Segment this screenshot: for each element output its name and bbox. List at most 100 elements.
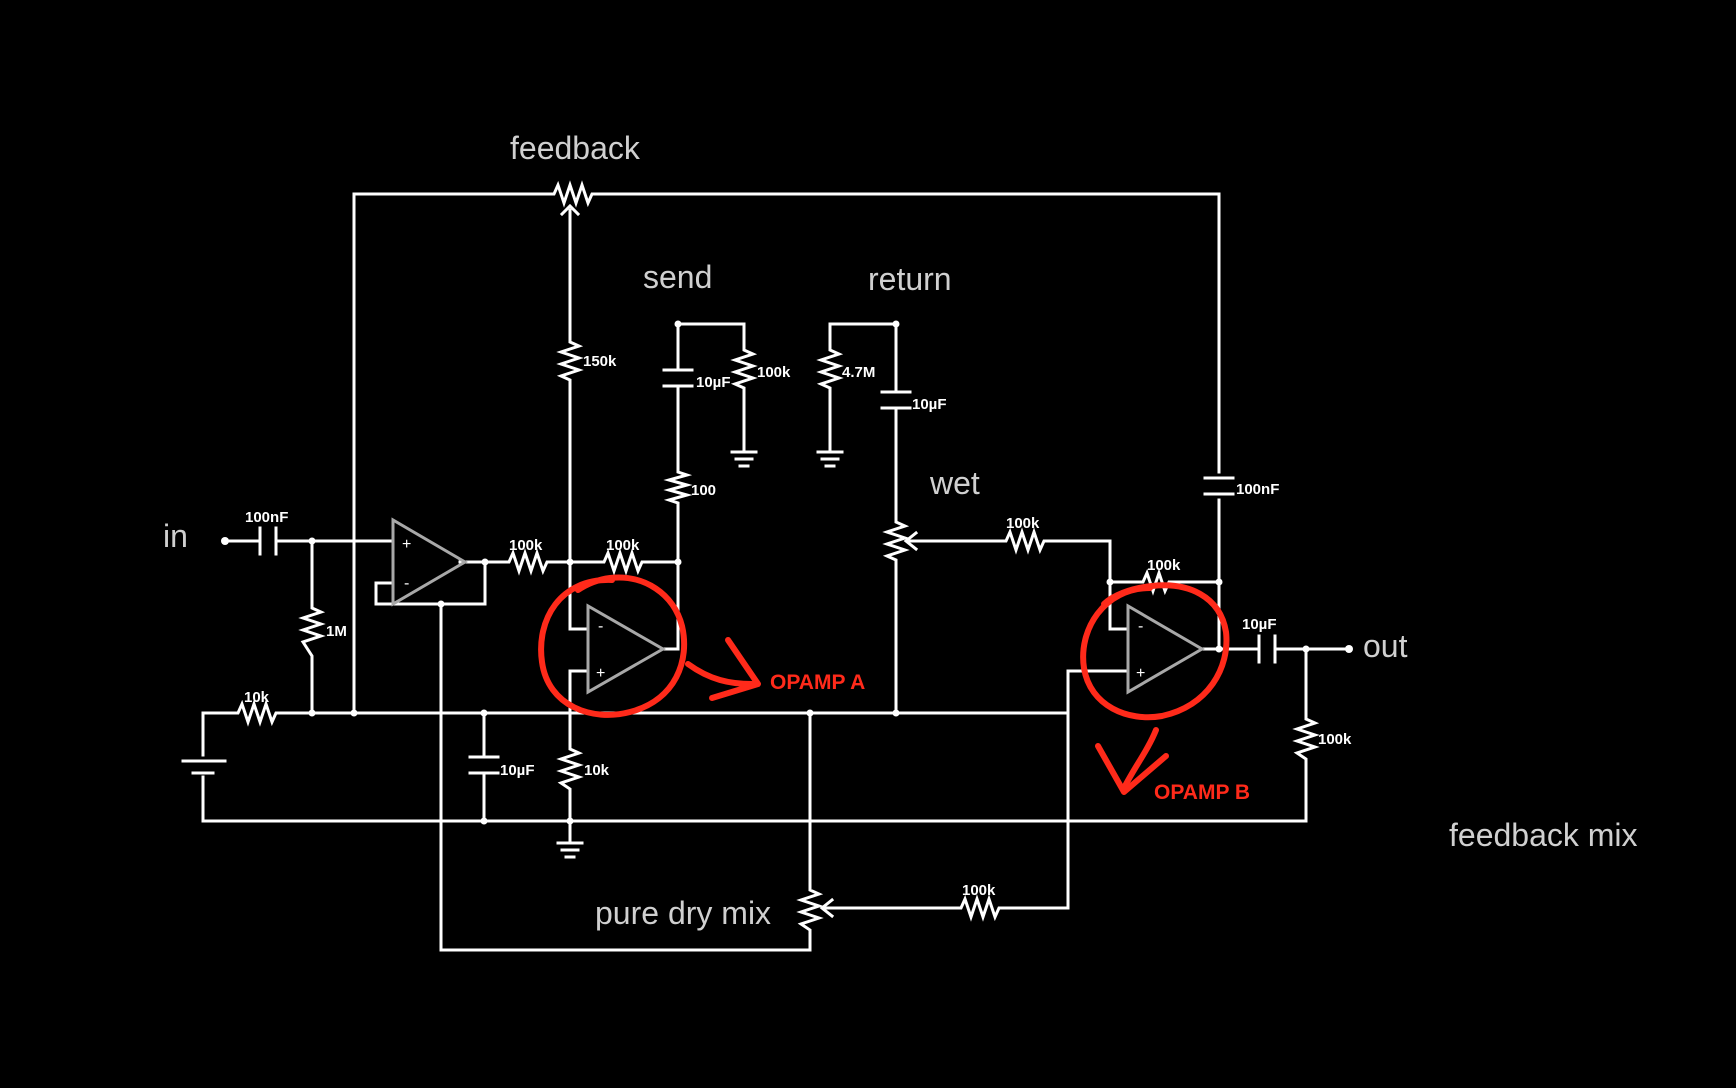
value-a-fb-100k: 100k [606,537,640,554]
resistor-150k [556,332,584,388]
ground-send [730,450,758,468]
battery [181,759,227,775]
value-a-gnd-10k: 10k [584,762,610,779]
red-arrow-b-shaft [1121,727,1159,791]
pin-minus: - [598,618,603,635]
pin-minus: - [404,575,409,592]
value-bias-10k: 10k [244,689,270,706]
wire-a-minus [568,559,590,631]
junction-dot [674,320,682,328]
node-labels: feedback send return wet in out pure dry… [163,130,1638,931]
junction-dot [892,709,900,717]
resistor-wet-100k [998,527,1050,555]
capacitors [258,368,1277,775]
wire-a-out [661,560,680,651]
resistor-dry-100k [953,894,1005,922]
resistors [230,332,1320,922]
junction-dot [437,600,445,608]
resistor-a-fb-100k [596,548,648,576]
junction-dot [674,558,682,566]
junction-dot [1215,578,1223,586]
red-arrow-a-shaft [685,661,755,687]
pin-plus: + [402,536,411,553]
annotation-opamp-a: OPAMP A [538,574,865,718]
ground-main [556,841,584,859]
red-circle-a [538,574,688,718]
junction-dot [480,817,488,825]
junction-dot [308,537,316,545]
pot-dry-mix [796,882,824,938]
resistor-1m [298,600,326,664]
value-out-cap: 10µF [1242,616,1277,633]
pin-minus: - [1138,618,1143,635]
wire-battery-to-10k [201,711,234,757]
value-4-7m: 4.7M [842,364,875,381]
junction-dot [1302,645,1310,653]
pot-wet [882,514,910,566]
wire-feedback-right [592,192,1221,474]
resistor-out-100k [1292,711,1320,767]
pot-feedback-arrow [559,203,581,217]
pin-plus: + [1136,665,1145,682]
wire-feedback-left [352,192,550,715]
value-wet-100k: 100k [1006,515,1040,532]
wire-b-out [1200,580,1221,651]
junction-dot [566,558,574,566]
potentiometers [546,180,919,938]
opamp-a: - + [586,603,667,695]
opamp-buffer: + - [391,517,468,607]
junction-dot [1215,645,1223,653]
opamp-b: - + [1126,603,1205,695]
value-150k: 150k [583,353,617,370]
value-b-fb-100k: 100k [1147,557,1181,574]
component-values: 150k 10µF 100k 100 4.7M 10µF 100nF 100nF… [244,353,1352,899]
value-fb-cap: 100nF [1236,481,1279,498]
wire-dry-loop [439,602,812,952]
resistor-buf-100k [501,548,553,576]
label-out: out [1363,628,1408,664]
label-return: return [868,261,952,297]
label-feedback-mix: feedback mix [1449,817,1638,853]
value-return-cap: 10µF [912,396,947,413]
junction-dot [350,709,358,717]
terminal-out [1345,645,1353,653]
label-in: in [163,518,188,554]
junction-dot [481,558,489,566]
value-in-cap: 100nF [245,509,288,526]
value-dry-100k: 100k [962,882,996,899]
resistor-send-100k [730,342,758,396]
label-feedback: feedback [510,130,641,166]
junction-dot [566,817,574,825]
red-arrow-a-head [709,637,761,701]
value-buf-100k: 100k [509,537,543,554]
pin-plus: + [596,665,605,682]
annotation-label-a: OPAMP A [770,671,865,694]
value-bias-cap: 10µF [500,762,535,779]
resistor-bias-10k [230,699,282,727]
value-1m: 1M [326,623,347,640]
annotation-label-b: OPAMP B [1154,781,1250,804]
wire-wet-to-b-minus [1046,539,1130,631]
red-arrow-b-head [1095,743,1169,795]
label-send: send [643,259,712,295]
wire-buffer-feedback [374,560,487,606]
junctions [221,320,1353,825]
ground-return [816,450,844,468]
junction-dot [892,320,900,328]
junction-dot [1106,578,1114,586]
wire-a-plus [568,669,590,745]
pot-dry-arrow [819,897,835,919]
resistor-100 [663,464,693,508]
label-wet: wet [929,465,980,501]
terminal-in [221,537,229,545]
value-100: 100 [691,482,716,499]
pot-wet-arrow [903,530,919,552]
wire-b-plus [1001,669,1130,910]
junction-dot [806,709,814,717]
wire-ground-bus [201,763,1308,823]
label-pure-dry-mix: pure dry mix [595,895,771,931]
ground-symbols [556,450,844,859]
red-circle-b [1080,582,1230,721]
